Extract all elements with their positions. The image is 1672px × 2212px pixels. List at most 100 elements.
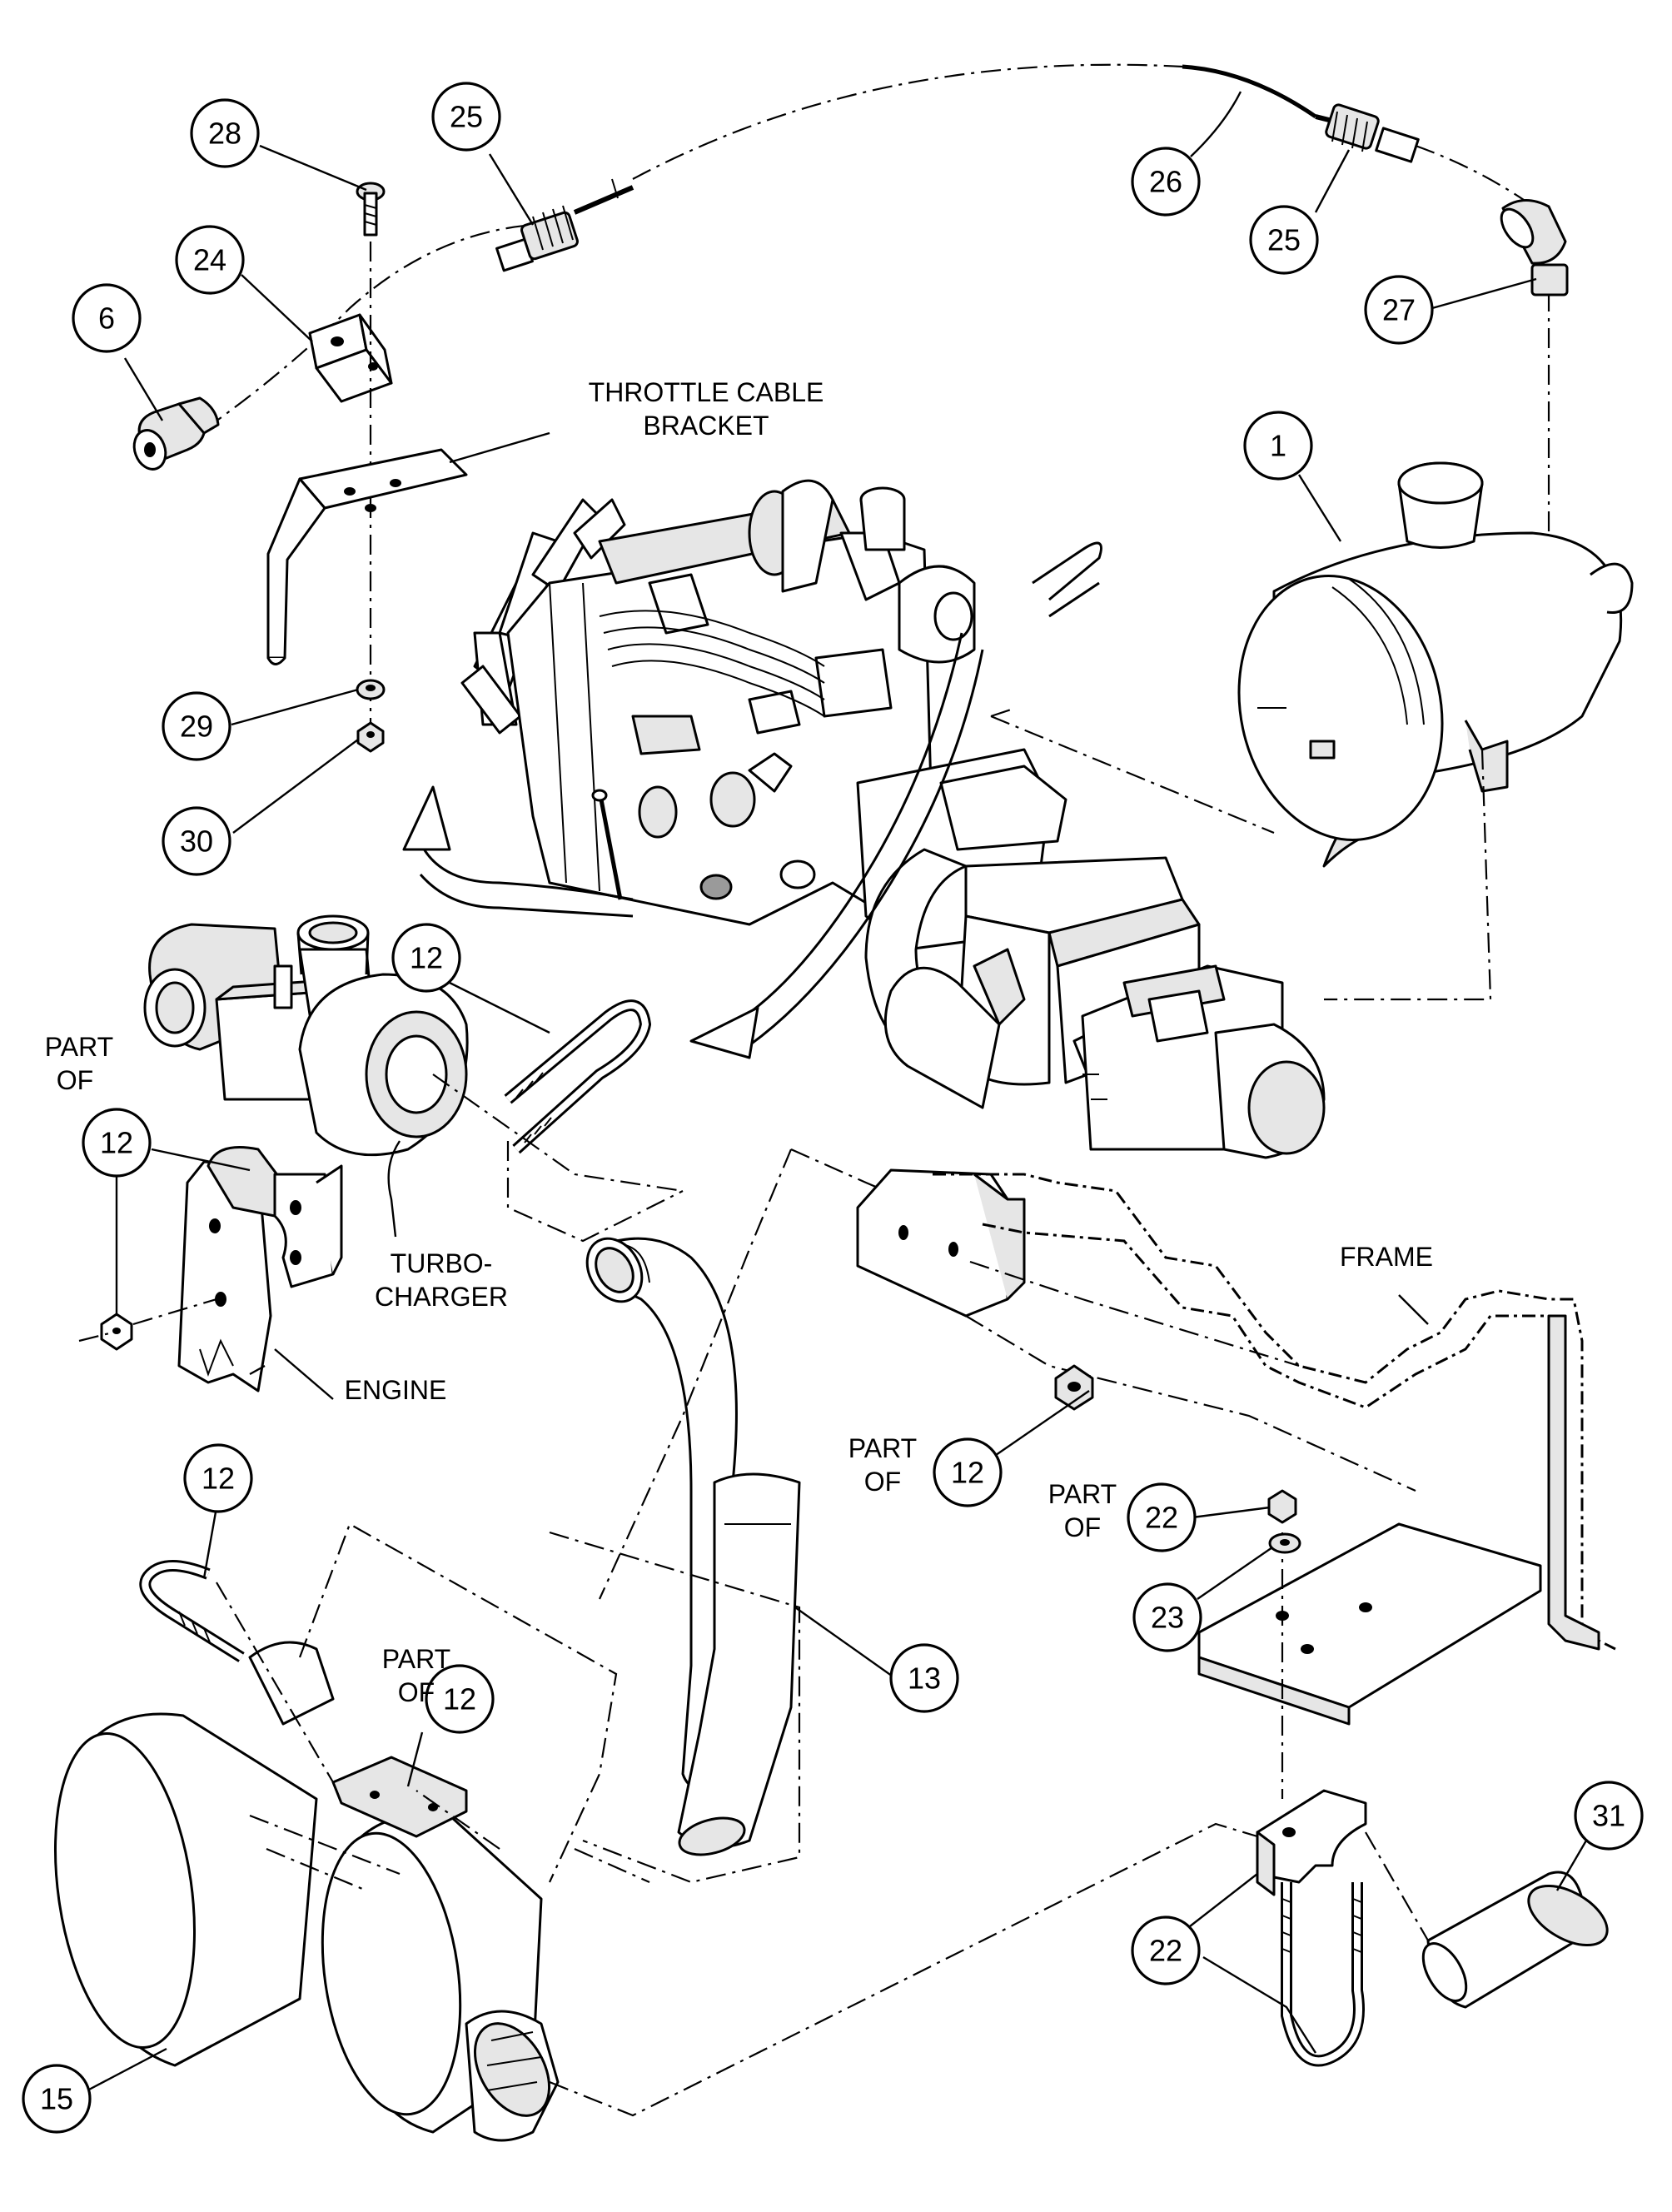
callout-26: 26 xyxy=(1131,147,1201,217)
exhaust-pipe xyxy=(585,1237,801,1856)
svg-text:22: 22 xyxy=(1145,1501,1178,1535)
lockwasher-29 xyxy=(356,679,386,700)
svg-text:PART: PART xyxy=(45,1032,113,1062)
part-of-label-nut: PART OF xyxy=(1048,1479,1117,1542)
u-bolt-22 xyxy=(1281,1882,1365,2067)
svg-text:23: 23 xyxy=(1151,1601,1184,1635)
callout-12-muffler-ubolt: 12 xyxy=(183,1443,253,1513)
svg-text:PART: PART xyxy=(382,1644,450,1674)
throttle-cable xyxy=(174,63,1550,533)
svg-text:12: 12 xyxy=(202,1462,235,1496)
callout-12-frame: 12 xyxy=(933,1437,1003,1507)
mounting-plate xyxy=(1197,1522,1542,1799)
svg-text:25: 25 xyxy=(1267,223,1301,257)
part-of-label-frame: PART OF xyxy=(848,1433,917,1497)
svg-text:12: 12 xyxy=(100,1126,133,1160)
callout-12-part-of-left: 12 xyxy=(82,1108,152,1178)
engine-assembly xyxy=(460,479,1326,1159)
part-of-label-muffler: PART OF xyxy=(382,1644,450,1707)
tailpipe-31 xyxy=(1365,1831,1609,2009)
muffler-dashes xyxy=(298,1522,1258,2117)
rotation-arrows xyxy=(402,632,984,1059)
engine-label: ENGINE xyxy=(345,1375,447,1405)
svg-text:OF: OF xyxy=(398,1677,435,1707)
svg-text:25: 25 xyxy=(450,100,483,134)
throttle-cable-bracket xyxy=(266,448,468,665)
svg-text:1: 1 xyxy=(1270,429,1286,463)
frame-label: FRAME xyxy=(1340,1242,1433,1272)
svg-text:12: 12 xyxy=(410,941,443,975)
nut-12-frame xyxy=(1054,1364,1094,1411)
svg-text:6: 6 xyxy=(98,301,115,336)
leader-lines xyxy=(87,91,1588,2092)
svg-text:THROTTLE CABLE: THROTTLE CABLE xyxy=(589,377,824,407)
knob-6 xyxy=(132,396,220,471)
svg-text:30: 30 xyxy=(180,825,213,859)
frame-dashes xyxy=(965,1260,1416,1492)
svg-text:12: 12 xyxy=(443,1682,476,1716)
frame-rail xyxy=(933,1173,1616,1651)
callout-28: 28 xyxy=(190,98,260,168)
callout-12-turbo: 12 xyxy=(391,923,461,993)
svg-text:CHARGER: CHARGER xyxy=(375,1282,508,1312)
callout-25-top-left: 25 xyxy=(431,82,501,152)
svg-text:PART: PART xyxy=(848,1433,917,1463)
pipe-dashes xyxy=(549,1148,983,1884)
callout-22-ubolt: 22 xyxy=(1131,1916,1201,1985)
svg-text:27: 27 xyxy=(1382,293,1416,327)
callout-12-muffler-clamp: 12 xyxy=(425,1664,495,1734)
svg-text:29: 29 xyxy=(180,710,213,744)
svg-text:OF: OF xyxy=(1064,1512,1101,1542)
callout-13: 13 xyxy=(889,1643,959,1713)
callout-29: 29 xyxy=(162,691,231,761)
svg-text:OF: OF xyxy=(864,1467,901,1497)
callout-31: 31 xyxy=(1574,1781,1644,1851)
bracket-24 xyxy=(308,313,393,403)
svg-text:22: 22 xyxy=(1149,1934,1182,1968)
callout-27: 27 xyxy=(1364,275,1434,345)
svg-text:24: 24 xyxy=(193,243,226,277)
turbocharger-label: TURBO- CHARGER xyxy=(375,1248,508,1312)
svg-text:PART: PART xyxy=(1048,1479,1117,1509)
callout-25-top-right: 25 xyxy=(1249,205,1319,275)
callout-15: 15 xyxy=(22,2064,92,2134)
frame-bracket xyxy=(856,1168,1026,1318)
turbocharger xyxy=(143,914,469,1157)
svg-text:12: 12 xyxy=(951,1456,984,1490)
svg-text:OF: OF xyxy=(57,1065,93,1095)
svg-text:31: 31 xyxy=(1592,1799,1625,1833)
clamp-22 xyxy=(1256,1789,1367,1896)
svg-text:TURBO-: TURBO- xyxy=(391,1248,493,1278)
nut-22 xyxy=(1267,1489,1297,1524)
callout-24: 24 xyxy=(175,225,245,295)
svg-text:13: 13 xyxy=(908,1661,941,1696)
throttle-cable-bracket-label: THROTTLE CABLE BRACKET xyxy=(589,377,824,441)
turbo-pipe-dashes xyxy=(432,1074,684,1243)
u-bolt-12-turbo xyxy=(504,999,651,1154)
bolt-28 xyxy=(356,182,386,750)
svg-text:ENGINE: ENGINE xyxy=(345,1375,447,1405)
nut-30 xyxy=(356,721,385,753)
svg-text:15: 15 xyxy=(40,2082,73,2116)
air-cleaner xyxy=(1237,461,1634,868)
air-intake-dashes xyxy=(990,706,1492,1001)
exhaust-clamp-bracket xyxy=(78,1146,343,1392)
callout-6: 6 xyxy=(72,283,142,353)
u-bolt-12-muffler xyxy=(139,1560,245,1662)
clamp-12-muffler xyxy=(216,1582,468,1838)
callout-30: 30 xyxy=(162,806,231,876)
cable-end-fitting-right xyxy=(1315,103,1420,163)
cable-end-fitting-left xyxy=(495,178,634,272)
elbow-fitting xyxy=(1500,199,1569,296)
callout-1: 1 xyxy=(1243,411,1313,481)
part-of-label-left: PART OF xyxy=(45,1032,113,1095)
svg-text:26: 26 xyxy=(1149,165,1182,199)
callout-22-nut: 22 xyxy=(1127,1482,1197,1552)
svg-text:BRACKET: BRACKET xyxy=(643,411,769,441)
muffler-15 xyxy=(53,1641,560,2142)
svg-text:28: 28 xyxy=(208,117,241,151)
callout-23: 23 xyxy=(1132,1582,1202,1652)
washer-23 xyxy=(1268,1532,1301,1554)
svg-text:FRAME: FRAME xyxy=(1340,1242,1433,1272)
